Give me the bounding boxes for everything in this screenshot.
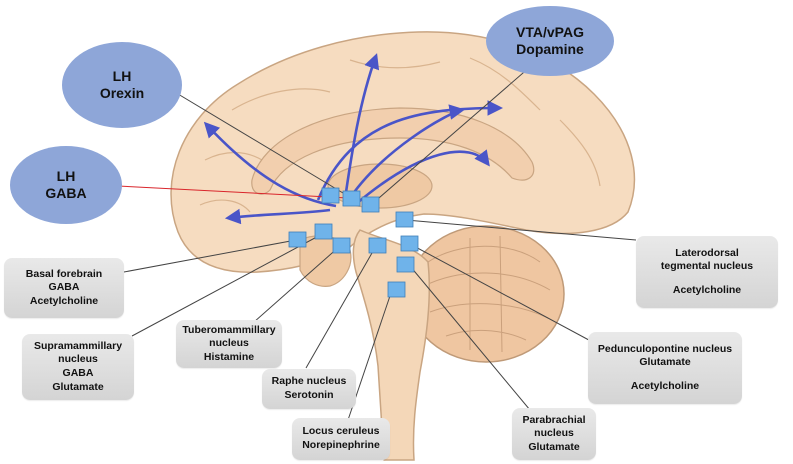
raphe-nucleus-label: Raphe nucleus Serotonin <box>262 369 356 409</box>
laterodorsal-label: Laterodorsal tegmental nucleus Acetylcho… <box>636 236 778 308</box>
box-line: Glutamate <box>639 356 691 369</box>
corpus-callosum <box>251 107 535 195</box>
nucleus-marker <box>288 231 307 248</box>
nucleus-marker <box>396 256 415 273</box>
oval-region-label: LH <box>112 67 132 84</box>
vta-dopamine-oval: VTA/vPAG Dopamine <box>486 6 614 76</box>
projection-pathways <box>203 53 504 225</box>
box-line: Acetylcholine <box>672 283 742 296</box>
nucleus-marker <box>387 281 406 298</box>
box-line: Tuberomammillary <box>182 323 276 336</box>
oval-transmitter-label: Dopamine <box>516 41 584 57</box>
box-line: Acetylcholine <box>29 294 99 307</box>
nucleus-marker <box>400 235 419 252</box>
nucleus-marker <box>332 237 351 254</box>
nucleus-marker <box>368 237 387 254</box>
parabrachial-label: Parabrachial nucleus Glutamate <box>512 408 596 460</box>
box-line: nucleus <box>534 427 574 440</box>
nucleus-marker <box>314 223 333 240</box>
basal-forebrain-label: Basal forebrain GABA Acetylcholine <box>4 258 124 318</box>
box-line: Pedunculopontine nucleus <box>597 342 733 355</box>
lh-orexin-oval: LH Orexin <box>62 42 182 128</box>
box-line: GABA <box>62 367 94 379</box>
gyri-lines <box>199 57 601 213</box>
nucleus-marker <box>342 190 361 207</box>
cerebellum-folia <box>423 235 551 353</box>
gaba-connector <box>117 185 349 199</box>
box-line: nucleus <box>209 337 249 350</box>
oval-region-label: LH <box>56 167 76 184</box>
tuberomammillary-label: Tuberomammillary nucleus Histamine <box>176 320 282 368</box>
box-line: Glutamate <box>528 440 580 453</box>
oval-transmitter-label: GABA <box>45 185 87 201</box>
box-line: Parabrachial <box>522 413 586 426</box>
oval-transmitter-label: Orexin <box>99 85 145 101</box>
box-line: nucleus <box>58 353 98 366</box>
box-line: Locus ceruleus <box>302 425 380 438</box>
oval-region-label: VTA/vPAG <box>516 23 584 40</box>
connector-lines <box>123 59 637 421</box>
box-line: Raphe nucleus <box>271 375 347 388</box>
brainstem-shape <box>352 229 431 461</box>
box-line: Histamine <box>203 350 255 363</box>
pedunculopontine-label: Pedunculopontine nucleus Glutamate Acety… <box>588 332 742 404</box>
box-line: GABA <box>48 281 80 294</box>
box-line: Norepinephrine <box>302 439 380 451</box>
box-line: tegmental nucleus <box>660 260 754 273</box>
nucleus-marker <box>395 211 414 228</box>
nucleus-marker <box>361 196 380 213</box>
box-line: Acetylcholine <box>630 379 700 392</box>
box-line: Supramammillary <box>33 339 123 352</box>
box-line: Serotonin <box>284 389 334 401</box>
nucleus-marker <box>321 187 340 204</box>
box-line: Basal forebrain <box>25 267 103 280</box>
lh-gaba-oval: LH GABA <box>10 146 122 224</box>
locus-ceruleus-label: Locus ceruleus Norepinephrine <box>292 418 390 460</box>
box-line: Glutamate <box>52 380 104 393</box>
supramammillary-label: Supramammillary nucleus GABA Glutamate <box>22 334 134 400</box>
box-line: Laterodorsal <box>675 246 739 259</box>
